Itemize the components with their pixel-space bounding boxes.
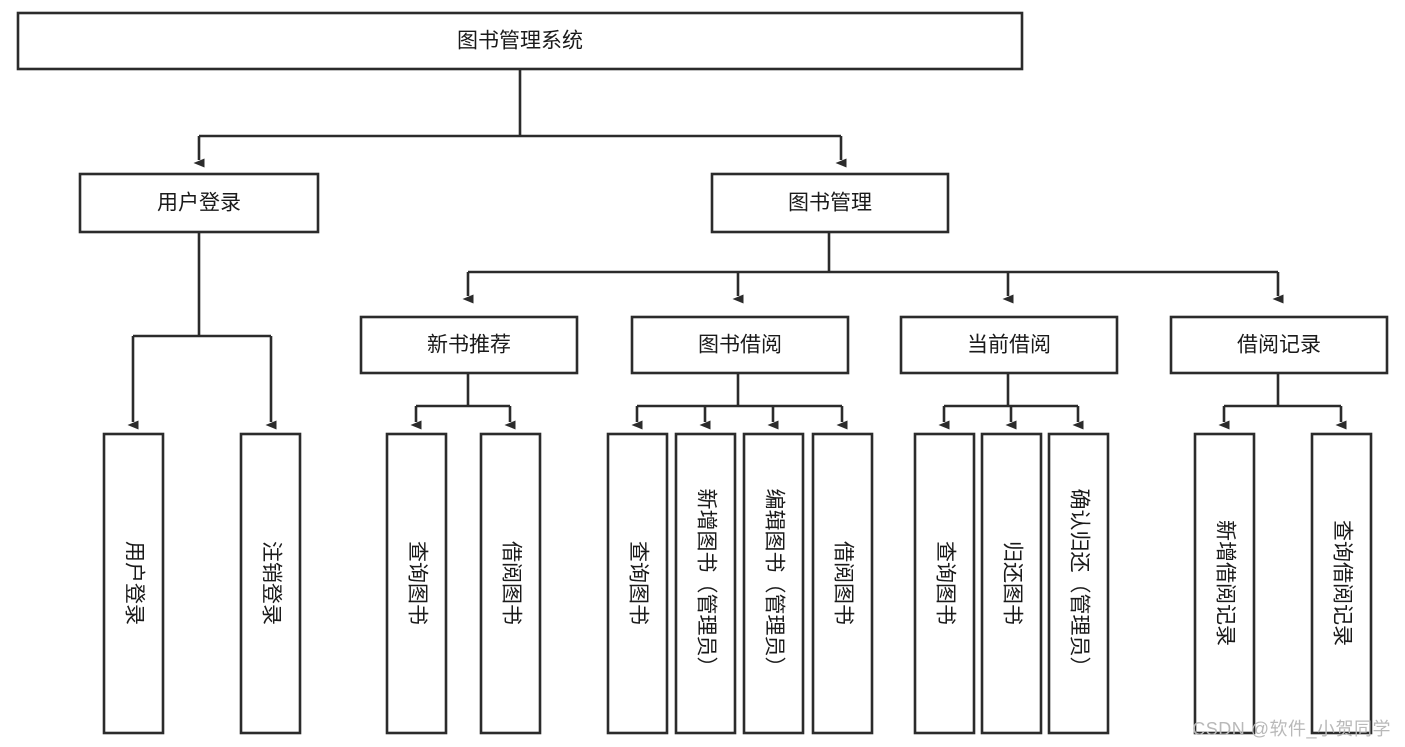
node-root-label: 图书管理系统 [457, 30, 583, 53]
node-book-borrow-label: 图书借阅 [698, 334, 782, 357]
node-borrow-record[interactable]: 借阅记录 [1169, 315, 1389, 375]
node-root[interactable]: 图书管理系统 [16, 11, 1024, 71]
node-leaf-borrow-book-2-box[interactable] [811, 432, 874, 735]
node-leaf-edit-book-admin-box[interactable] [742, 432, 805, 735]
node-leaf-add-book-admin[interactable]: 新增图书（管理员） [674, 432, 737, 735]
node-leaf-user-login-box[interactable] [102, 432, 165, 735]
node-user-login-label: 用户登录 [157, 192, 241, 215]
node-current-borrow-box[interactable] [899, 315, 1119, 375]
node-leaf-query-book-2[interactable]: 查询图书 [606, 432, 669, 735]
node-leaf-return-book[interactable]: 归还图书 [980, 432, 1043, 735]
node-leaf-return-book-box[interactable] [980, 432, 1043, 735]
node-book-manage-label: 图书管理 [788, 192, 872, 215]
node-new-book-recommend-label: 新书推荐 [427, 334, 511, 357]
node-book-borrow-box[interactable] [630, 315, 850, 375]
node-leaf-query-book-2-label: 查询图书 [626, 541, 649, 625]
node-book-borrow[interactable]: 图书借阅 [630, 315, 850, 375]
node-leaf-query-book-1[interactable]: 查询图书 [385, 432, 448, 735]
node-leaf-query-book-1-box[interactable] [385, 432, 448, 735]
node-leaf-confirm-return-admin-box[interactable] [1047, 432, 1110, 735]
node-leaf-add-borrow-record[interactable]: 新增借阅记录 [1193, 432, 1256, 735]
node-leaf-query-borrow-record[interactable]: 查询借阅记录 [1310, 432, 1373, 735]
node-leaf-borrow-book-1-box[interactable] [479, 432, 542, 735]
node-leaf-borrow-book-2-label: 借阅图书 [831, 541, 854, 625]
node-borrow-record-box[interactable] [1169, 315, 1389, 375]
node-root-box[interactable] [16, 11, 1024, 71]
node-leaf-edit-book-admin[interactable]: 编辑图书（管理员） [742, 432, 805, 735]
node-leaf-borrow-book-2[interactable]: 借阅图书 [811, 432, 874, 735]
node-leaf-user-login-label: 用户登录 [122, 541, 145, 625]
node-leaf-borrow-book-1[interactable]: 借阅图书 [479, 432, 542, 735]
node-leaf-add-borrow-record-label: 新增借阅记录 [1213, 520, 1236, 646]
node-leaf-edit-book-admin-label: 编辑图书（管理员） [762, 489, 785, 678]
node-user-login-box[interactable] [78, 172, 320, 234]
node-leaf-return-book-label: 归还图书 [1000, 541, 1023, 625]
node-new-book-recommend-box[interactable] [359, 315, 579, 375]
node-new-book-recommend[interactable]: 新书推荐 [359, 315, 579, 375]
connectors [127, 69, 1347, 430]
node-leaf-query-book-3-label: 查询图书 [933, 541, 956, 625]
node-leaf-query-borrow-record-label: 查询借阅记录 [1330, 520, 1353, 646]
node-leaf-confirm-return-admin[interactable]: 确认归还（管理员） [1047, 432, 1110, 735]
node-leaf-query-book-2-box[interactable] [606, 432, 669, 735]
node-leaf-query-borrow-record-box[interactable] [1310, 432, 1373, 735]
node-leaf-add-borrow-record-box[interactable] [1193, 432, 1256, 735]
node-leaf-logout-login-box[interactable] [239, 432, 302, 735]
node-leaf-query-book-1-label: 查询图书 [405, 541, 428, 625]
node-leaf-borrow-book-1-label: 借阅图书 [499, 541, 522, 625]
node-leaf-query-book-3-box[interactable] [913, 432, 976, 735]
node-leaf-query-book-3[interactable]: 查询图书 [913, 432, 976, 735]
node-book-manage-box[interactable] [710, 172, 950, 234]
node-leaf-add-book-admin-box[interactable] [674, 432, 737, 735]
node-borrow-record-label: 借阅记录 [1237, 334, 1321, 357]
node-leaf-confirm-return-admin-label: 确认归还（管理员） [1067, 489, 1090, 678]
node-leaf-user-login[interactable]: 用户登录 [102, 432, 165, 735]
node-book-manage[interactable]: 图书管理 [710, 172, 950, 234]
node-current-borrow-label: 当前借阅 [967, 334, 1051, 357]
node-leaf-logout-login[interactable]: 注销登录 [239, 432, 302, 735]
node-leaf-logout-login-label: 注销登录 [259, 541, 282, 625]
node-current-borrow[interactable]: 当前借阅 [899, 315, 1119, 375]
node-user-login[interactable]: 用户登录 [78, 172, 320, 234]
node-leaf-add-book-admin-label: 新增图书（管理员） [694, 489, 717, 678]
